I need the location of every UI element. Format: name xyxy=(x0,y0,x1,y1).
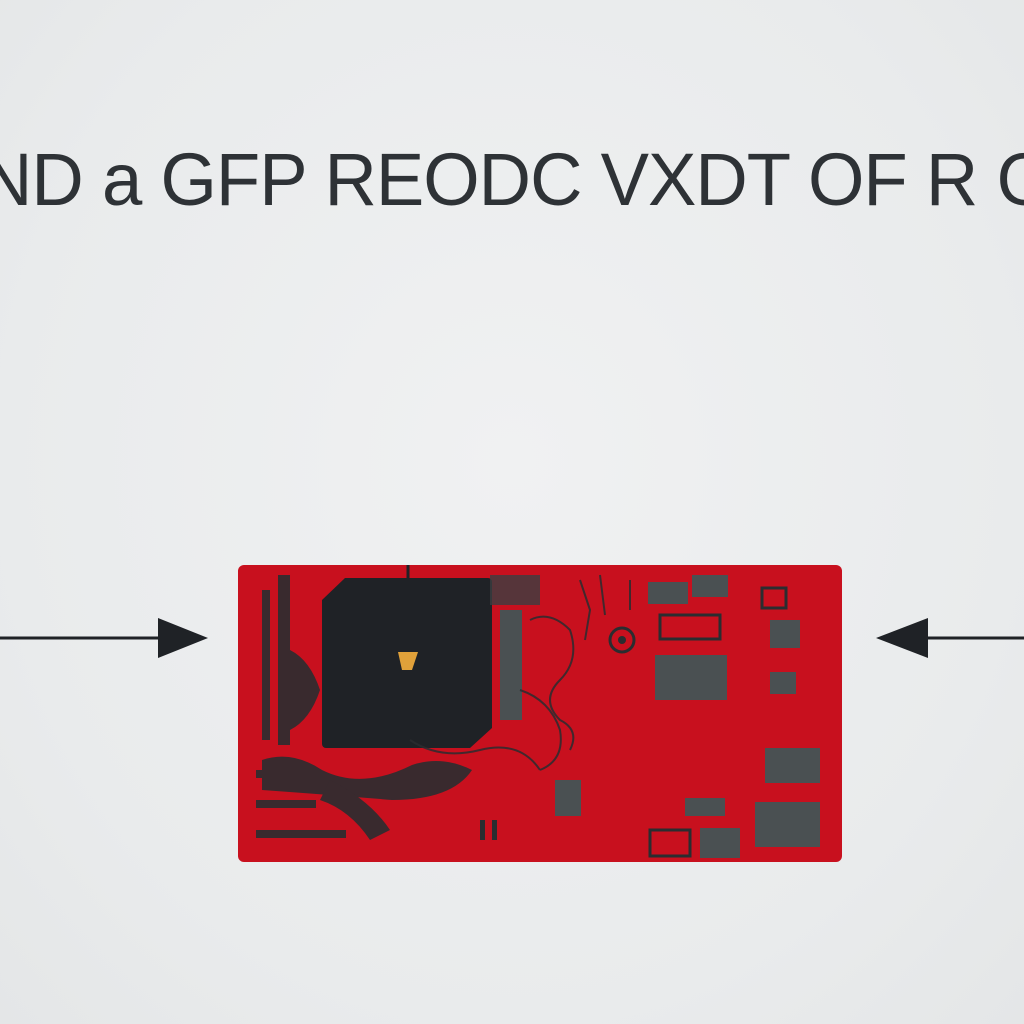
circuit-board-icon xyxy=(238,565,842,862)
headline-text: ND a GFP REODC VXDT OF R GEUPIC RI xyxy=(0,138,1024,221)
arrow-left-icon xyxy=(876,618,1024,658)
arrow-right-icon xyxy=(0,618,208,658)
